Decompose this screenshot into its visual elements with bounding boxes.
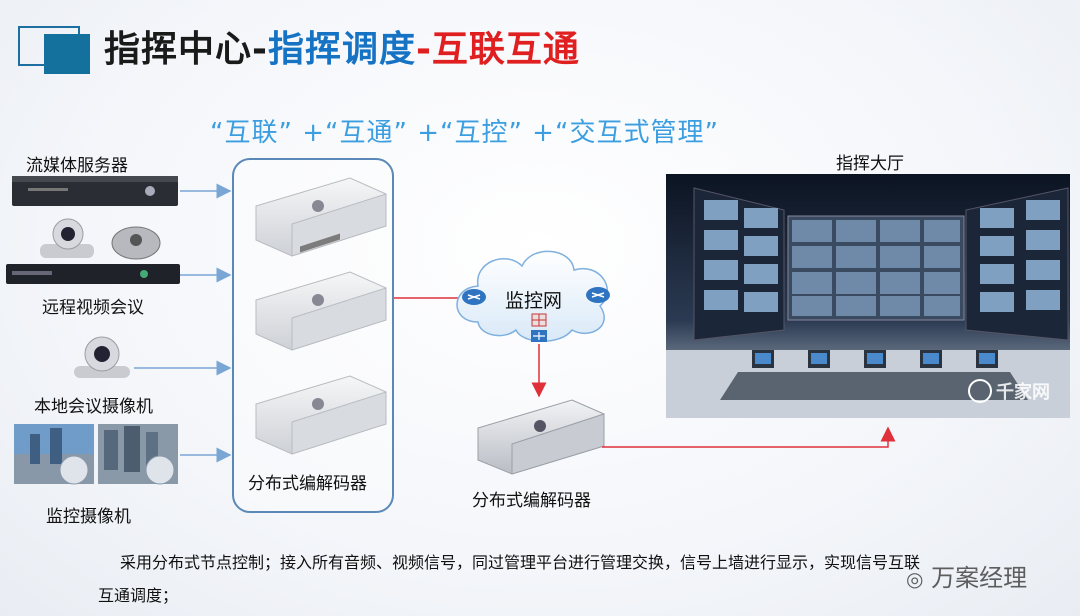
conference-codec-icon <box>6 264 180 284</box>
watermark-text: 万案经理 <box>931 564 1028 592</box>
slogan: “互联” +“互通” +“互控” +“交互式管理” <box>210 118 719 148</box>
conference-camera-icon <box>40 218 94 258</box>
surveillance-camera-icon <box>14 424 178 485</box>
decoder-label: 分布式编解码器 <box>472 491 591 511</box>
decoder-to-hall-arrow <box>602 426 896 448</box>
title-part-2: 指挥调度 <box>267 29 416 70</box>
router-icon-left <box>462 289 486 305</box>
firewall-icon <box>531 313 547 327</box>
decoder-box <box>477 399 605 475</box>
streaming-server-icon <box>12 176 178 206</box>
codec-box-3 <box>255 375 387 455</box>
codec-group-box <box>232 158 394 513</box>
codec-group-label: 分布式编解码器 <box>248 474 367 494</box>
local-camera-icon <box>74 336 130 378</box>
hall-watermark-text: 千家网 <box>996 381 1050 403</box>
source-label-local-camera: 本地会议摄像机 <box>34 397 153 417</box>
wechat-watermark: ◎ 万案经理 <box>906 558 1027 593</box>
codec-box-1 <box>255 177 387 257</box>
hall-watermark-logo-icon <box>968 379 992 403</box>
source-label-streaming-server: 流媒体服务器 <box>26 156 128 176</box>
page-title: 指挥中心-指挥调度-互联互通 <box>104 26 580 74</box>
footer-line-1: 采用分布式节点控制；接入所有音频、视频信号，同过管理平台进行管理交换，信号上墙进… <box>120 553 921 572</box>
conference-microphone-icon <box>111 226 161 260</box>
source-arrows <box>134 183 232 463</box>
hall-label: 指挥大厅 <box>836 154 904 174</box>
command-hall-image: 千家网 <box>666 174 1070 418</box>
source-label-remote-conference: 远程视频会议 <box>42 298 144 318</box>
title-part-3: -互联互通 <box>415 29 580 70</box>
wechat-icon: ◎ <box>906 567 924 591</box>
router-icon-right <box>586 287 610 303</box>
switch-icon <box>531 330 547 342</box>
network-cloud <box>456 250 608 342</box>
network-label: 监控网 <box>505 290 563 312</box>
title-decoration-block <box>44 34 90 74</box>
footer-line-2: 互通调度； <box>98 586 179 605</box>
codec-box-2 <box>255 271 387 351</box>
title-part-1: 指挥中心- <box>104 29 268 70</box>
source-label-surveillance-camera: 监控摄像机 <box>46 507 131 527</box>
